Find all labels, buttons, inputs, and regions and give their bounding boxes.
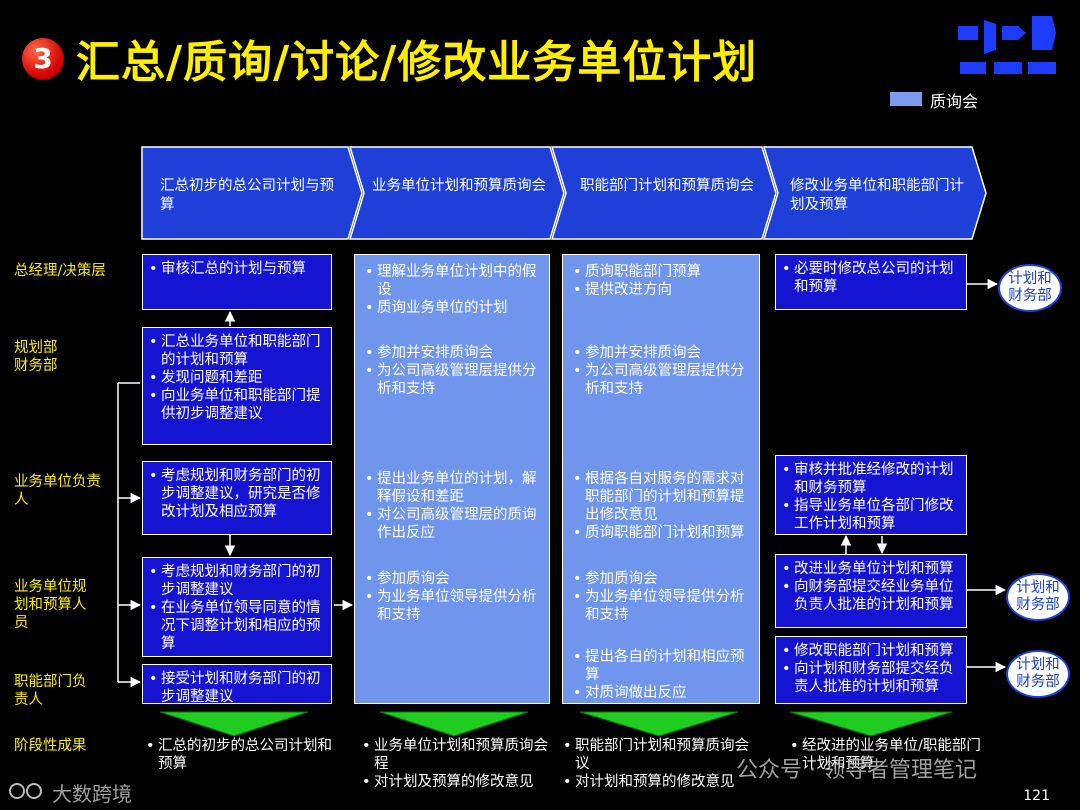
role-bu-planner: 业务单位规划和预算人员 bbox=[14, 579, 87, 631]
target-finance-1: 计划和财务部 bbox=[998, 264, 1062, 312]
step-number-badge: 3 bbox=[22, 38, 64, 80]
stage-label-1: 汇总初步的总公司计划与预算 bbox=[160, 178, 334, 213]
stage-chevron-1 bbox=[141, 146, 363, 240]
funnel-1 bbox=[159, 711, 309, 737]
funnel-4 bbox=[789, 711, 953, 737]
page-title: 汇总/质询/讨论/修改业务单位计划 bbox=[76, 37, 758, 88]
role-planning: 规划部财务部 bbox=[14, 340, 58, 374]
stage-chevron-2 bbox=[348, 146, 565, 240]
watermark-logo-icon bbox=[8, 780, 48, 806]
stage-chevrons bbox=[141, 146, 987, 240]
page-number: 121 bbox=[1023, 788, 1050, 804]
col3-panel: 质询职能部门预算提供改进方向 参加并安排质询会为公司高级管理层提供分析和支持 根… bbox=[562, 254, 760, 704]
outcome-funnels bbox=[159, 711, 953, 737]
role-gm: 总经理/决策层 bbox=[14, 263, 106, 279]
col4-gm-box: 必要时修改总公司的计划和预算 bbox=[775, 254, 967, 310]
col4-func-head-box: 修改职能部门计划和预算向计划和财务部提交经负责人批准的计划和预算 bbox=[775, 636, 967, 704]
stage-label-3: 职能部门计划和预算质询会 bbox=[580, 178, 754, 194]
role-func-head: 职能部门负责人 bbox=[14, 674, 87, 708]
legend-label: 质询会 bbox=[930, 92, 979, 111]
col1-gm-box: 审核汇总的计划与预算 bbox=[142, 254, 332, 310]
outcome-2: 业务单位计划和预算质询会程对计划及预算的修改意见 bbox=[362, 737, 562, 791]
outcome-3: 职能部门计划和预算质询会议对计划和预算的修改意见 bbox=[563, 737, 763, 791]
col4-bu-planner-box: 改进业务单位计划和预算向财务部提交经业务单位负责人批准的计划和预算 bbox=[775, 554, 967, 628]
outcome-1: 汇总的初步的总公司计划和预算 bbox=[146, 737, 336, 773]
watermark-left: 大数跨境 bbox=[52, 782, 132, 806]
watermark-right: 公众号 · 领导者管理笔记 bbox=[736, 758, 977, 783]
funnel-2 bbox=[379, 711, 529, 737]
col2-panel: 理解业务单位计划中的假设质询业务单位的计划 参加并安排质询会为公司高级管理层提供… bbox=[354, 254, 550, 704]
corner-logo-icon bbox=[958, 14, 1058, 78]
stage-chevron-3 bbox=[550, 146, 777, 240]
outcome-4: 经改进的业务单位/职能部门计划和预算 bbox=[790, 737, 990, 773]
role-bu-head: 业务单位负责人 bbox=[14, 474, 101, 508]
target-finance-3: 计划和财务部 bbox=[1006, 650, 1070, 698]
funnel-3 bbox=[579, 711, 739, 737]
col4-bu-head-box: 审核并批准经修改的计划和财务预算指导业务单位各部门修改工作计划和预算 bbox=[775, 455, 967, 535]
col1-bu-planner-box: 考虑规划和财务部门的初步调整建议在业务单位领导同意的情况下调整计划和相应的预算 bbox=[142, 557, 332, 657]
col1-bu-head-box: 考虑规划和财务部门的初步调整建议，研究是否修改计划及相应预算 bbox=[142, 461, 332, 535]
col1-func-head-box: 接受计划和财务部门的初步调整建议 bbox=[142, 664, 332, 705]
target-finance-2: 计划和财务部 bbox=[1006, 573, 1070, 621]
col1-planning-box: 汇总业务单位和职能部门的计划和预算发现问题和差距向业务单位和职能部门提供初步调整… bbox=[142, 327, 332, 445]
legend-swatch bbox=[890, 92, 922, 106]
stage-label-4: 修改业务单位和职能部门计划及预算 bbox=[790, 178, 964, 213]
role-outcomes: 阶段性成果 bbox=[14, 738, 87, 754]
stage-label-2: 业务单位计划和预算质询会 bbox=[372, 178, 546, 194]
stage-chevron-4 bbox=[762, 146, 987, 240]
